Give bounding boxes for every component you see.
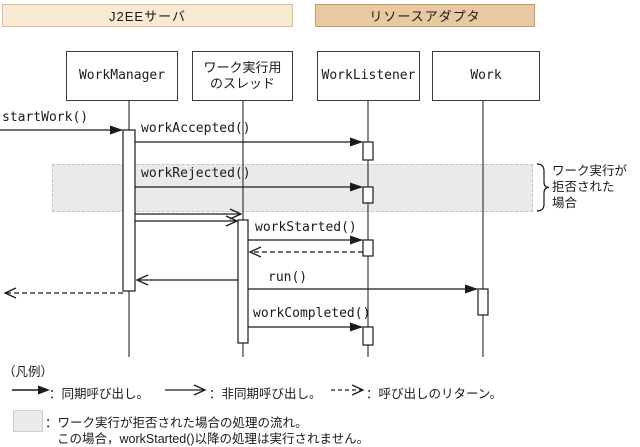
participant-work-label: Work <box>470 68 502 83</box>
activation-workmanager <box>122 129 136 292</box>
work-rejected-label: workRejected() <box>141 166 251 181</box>
resource-adapter-group-label: リソースアダプタ <box>369 9 481 24</box>
work-started-label: workStarted() <box>255 220 357 235</box>
j2ee-server-group-label: J2EEサーバ <box>109 9 186 24</box>
activation-worklistener-rejected <box>362 186 374 204</box>
async-call-sample-arrow <box>165 384 207 396</box>
j2ee-server-group-header: J2EEサーバ <box>2 4 293 27</box>
rejected-flow-sample-box <box>13 410 43 432</box>
rejected-case-brace <box>536 163 550 212</box>
activation-worklistener-started <box>362 239 374 257</box>
work-accepted-label: workAccepted() <box>141 121 251 136</box>
activation-bars <box>122 129 489 346</box>
participant-work-thread-label: ワーク実行用 のスレッド <box>203 60 282 91</box>
participant-worklistener: WorkListener <box>317 51 420 101</box>
rejected-case-annotation: ワーク実行が 拒否された 場合 <box>552 164 628 210</box>
participant-workmanager-label: WorkManager <box>78 68 166 83</box>
activation-worklistener-completed <box>362 326 374 346</box>
work-completed-label: workCompleted() <box>253 306 371 321</box>
call-return-sample-arrow <box>331 384 365 396</box>
participant-worklistener-label: WorkListener <box>321 68 416 83</box>
resource-adapter-group-header: リソースアダプタ <box>315 4 535 27</box>
sync-call-sample-arrow <box>12 385 50 395</box>
run-label: run() <box>268 270 308 285</box>
legend-title: （凡例） <box>3 365 54 379</box>
sync-call-legend-label: ：同期呼び出し。 <box>49 387 150 401</box>
call-return-legend-label: ：呼び出しのリターン。 <box>366 387 503 401</box>
start-work-label: startWork() <box>2 110 89 125</box>
activation-thread <box>237 219 249 344</box>
rejected-flow-legend-line1: ：ワーク実行が拒否された場合の処理の流れ。 <box>45 416 308 430</box>
participant-work-thread: ワーク実行用 のスレッド <box>192 51 293 101</box>
message-arrows <box>0 125 478 332</box>
rejected-flow-legend-line2: この場合，workStarted()以降の処理は実行されません。 <box>57 432 370 446</box>
async-call-legend-label: ：非同期呼び出し。 <box>209 387 322 401</box>
activation-work-run <box>477 288 489 316</box>
participant-workmanager: WorkManager <box>66 51 178 101</box>
activation-worklistener-accepted <box>362 141 374 161</box>
participant-work: Work <box>432 51 540 101</box>
